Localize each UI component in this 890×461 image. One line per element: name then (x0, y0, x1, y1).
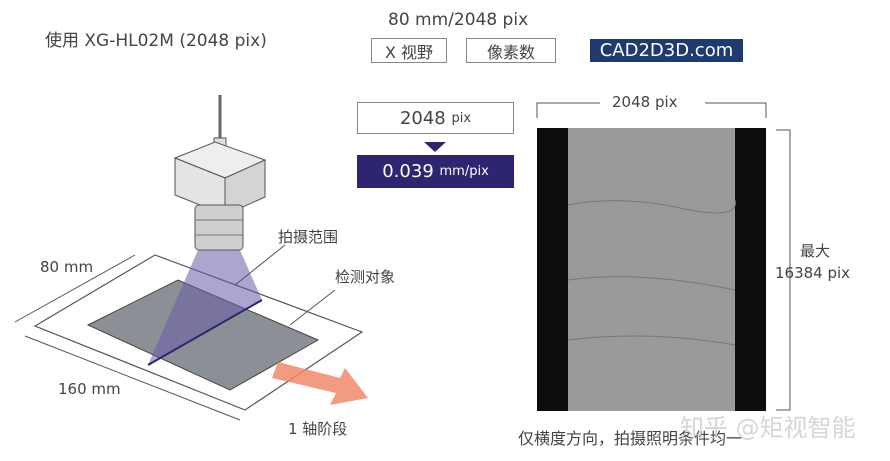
capture-range-label: 拍摄范围 (278, 228, 339, 246)
scan-line (147, 299, 263, 366)
brand-logo: CAD2D3D.com (590, 39, 743, 62)
result-value: 0.039 (382, 161, 434, 182)
page-title: 使用 XG-HL02M (2048 pix) (45, 31, 267, 51)
formula-top: 80 mm/2048 pix (388, 10, 529, 30)
stage-label: 1 轴阶段 (288, 420, 348, 438)
pixel-count-label: 像素数 (466, 38, 556, 63)
pixels-unit: pix (451, 110, 472, 126)
motion-arrow-icon (272, 362, 368, 405)
watermark: 知乎 @矩视智能 (680, 414, 856, 442)
width-dimension: 80 mm (40, 258, 94, 276)
pixels-value: 2048 (399, 107, 446, 129)
pixels-box: 2048 pix (357, 102, 514, 134)
arrow-down-icon (424, 142, 446, 152)
length-dimension: 160 mm (58, 380, 121, 398)
height-bracket (776, 129, 791, 411)
height-label-max: 最大 (800, 242, 831, 260)
field-of-view-label: X 视野 (371, 38, 447, 63)
height-label-value: 16384 pix (775, 264, 851, 282)
result-box: 0.039 mm/pix (357, 155, 514, 188)
camera-icon (173, 95, 267, 251)
width-bracket (536, 102, 600, 118)
result-unit: mm/pix (439, 164, 489, 179)
caption: 仅横度方向，拍摄照明条件均一 (518, 429, 743, 448)
target-object (86, 279, 320, 391)
target-label: 检测对象 (335, 268, 396, 286)
light-beam (148, 250, 262, 365)
width-label: 2048 pix (612, 93, 678, 111)
